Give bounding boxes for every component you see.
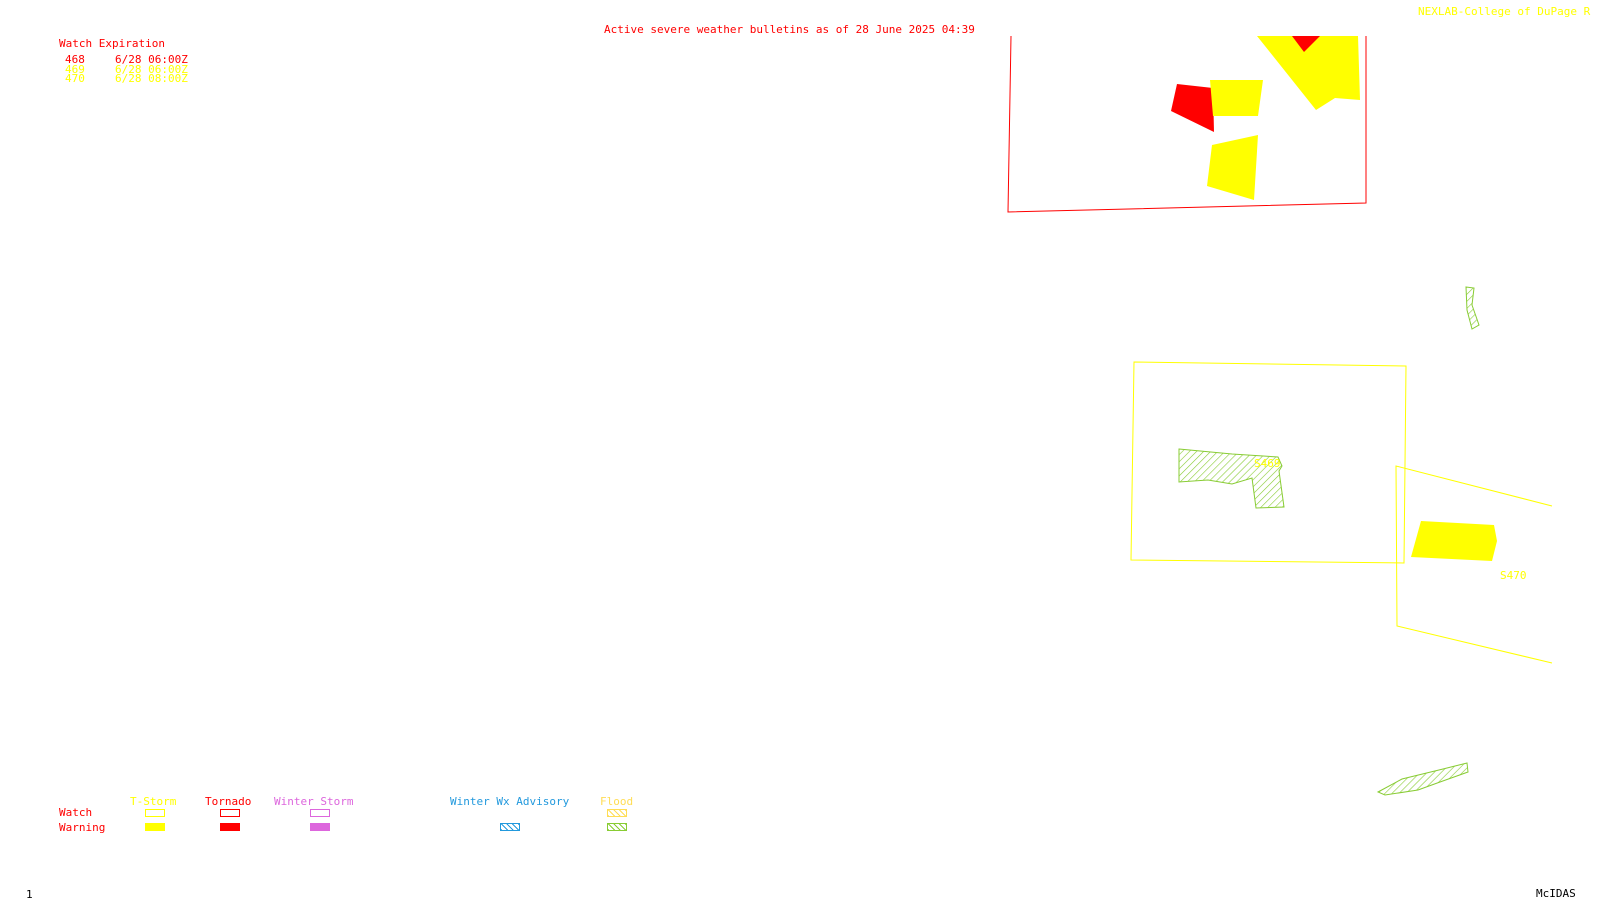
tornado-watch-468-outline [1007, 35, 1367, 213]
software-label: McIDAS [1536, 887, 1576, 900]
legend-warning-label: Warning [59, 821, 106, 834]
bulletin-title: Active severe weather bulletins as of 28… [604, 23, 975, 36]
legend-winter-storm-warning-swatch [310, 823, 330, 831]
legend-tstorm-watch-swatch [145, 809, 165, 817]
legend-category-tornado: Tornado [205, 795, 252, 808]
legend-flood-warning-swatch [607, 823, 627, 831]
tstorm-warning-polygon [1207, 135, 1258, 200]
legend-winter-wx-advisory-warning-swatch [500, 823, 520, 831]
legend-tornado-watch-swatch [220, 809, 240, 817]
watch-470-map-label: S470 [1500, 569, 1527, 582]
watch-row-469-id: 469 [65, 63, 85, 76]
legend-winter-storm-watch-swatch [310, 809, 330, 817]
watch-row-468-id: 468 [65, 53, 85, 66]
watch-expiration-heading: Watch Expiration [59, 37, 165, 50]
flood-warning-polygon [1178, 448, 1285, 509]
legend-category-flood: Flood [600, 795, 634, 808]
tstorm-watch-469-outline [1130, 361, 1407, 564]
legend-category-tstorm: T-Storm [130, 795, 177, 808]
watch-row-468-expiry: 6/28 06:00Z [115, 53, 188, 66]
legend-tornado-warning-swatch [220, 823, 240, 831]
credit-label: NEXLAB-College of DuPage R [1418, 5, 1591, 18]
watch-row-469-expiry: 6/28 06:00Z [115, 63, 188, 76]
frame-number: 1 [26, 888, 33, 901]
flood-warning-polygon [1376, 762, 1469, 796]
tstorm-warning-polygon [1411, 521, 1497, 561]
legend-category-winter-storm: Winter Storm [274, 795, 354, 808]
legend-tstorm-warning-swatch [145, 823, 165, 831]
flood-warning-polygon [1465, 286, 1480, 330]
watch-row-470-id: 470 [65, 72, 85, 85]
legend-category-winter-wx-advisory: Winter Wx Advisory [450, 795, 570, 808]
tstorm-watch-470-outline [1395, 465, 1553, 664]
watch-469-map-label: S469 [1254, 457, 1281, 470]
legend-watch-label: Watch [59, 806, 93, 819]
tstorm-warning-polygon [1257, 36, 1360, 110]
tstorm-warning-polygon [1210, 80, 1263, 116]
watch-row-470-expiry: 6/28 08:00Z [115, 72, 188, 85]
tornado-warning-polygon [1171, 84, 1214, 132]
legend-flood-watch-swatch [607, 809, 627, 817]
tornado-warning-polygon [1292, 36, 1320, 52]
